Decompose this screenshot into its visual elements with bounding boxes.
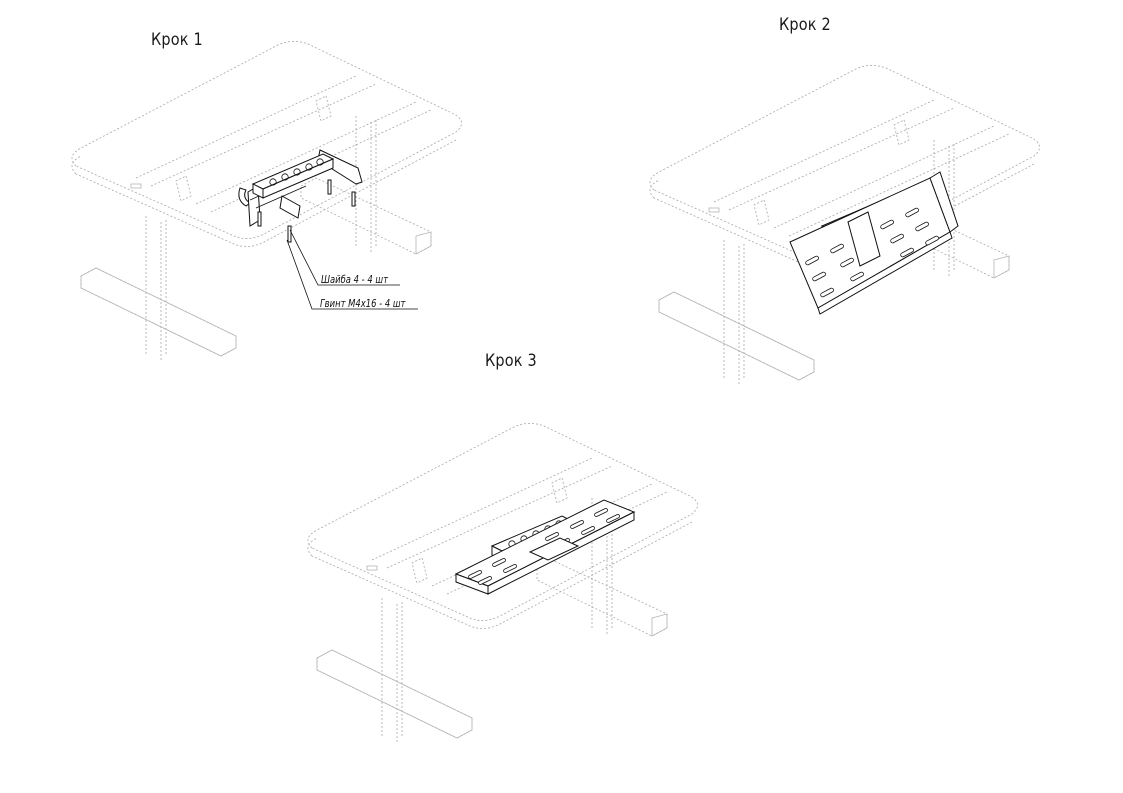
washer-leader	[289, 229, 400, 286]
step-3-title: Крок 3	[485, 351, 537, 371]
cable-tray-open	[789, 171, 959, 315]
screw-leader	[286, 239, 418, 310]
cable-tray-closed	[454, 499, 636, 595]
step-2-title: Крок 2	[779, 15, 831, 35]
screw-callout-label: Гвинт М4х16 - 4 шт	[320, 297, 406, 310]
step2-drawing	[649, 65, 1040, 387]
step1-drawing	[71, 41, 462, 363]
washer-callout-label: Шайба 4 - 4 шт	[321, 273, 388, 286]
step3-drawing	[307, 423, 698, 745]
step-1-title: Крок 1	[151, 30, 203, 50]
screw-icons	[257, 179, 356, 243]
